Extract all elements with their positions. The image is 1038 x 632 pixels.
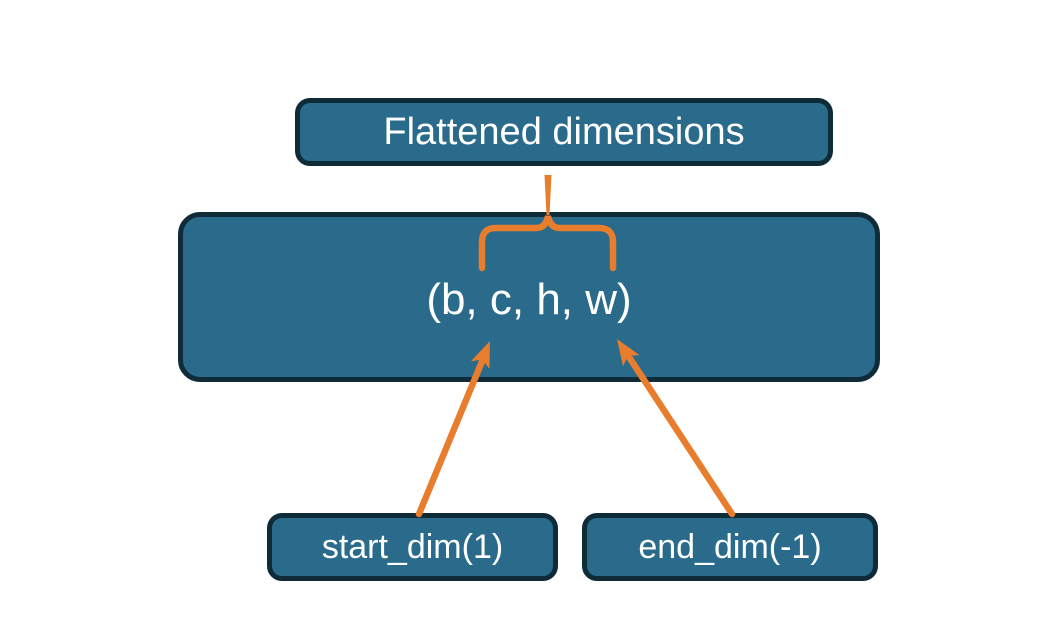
tensor-shape-label: (b, c, h, w) — [426, 275, 632, 324]
brace-stem — [544, 175, 552, 215]
start-dim-box: start_dim(1) — [267, 513, 558, 581]
tensor-shape-box: (b, c, h, w) — [178, 212, 880, 382]
flattened-dimensions-label: Flattened dimensions — [383, 110, 745, 153]
flattened-dimensions-box: Flattened dimensions — [295, 98, 833, 166]
end-dim-box: end_dim(-1) — [582, 513, 878, 581]
start-dim-label: start_dim(1) — [321, 527, 504, 566]
end-dim-label: end_dim(-1) — [638, 527, 822, 566]
